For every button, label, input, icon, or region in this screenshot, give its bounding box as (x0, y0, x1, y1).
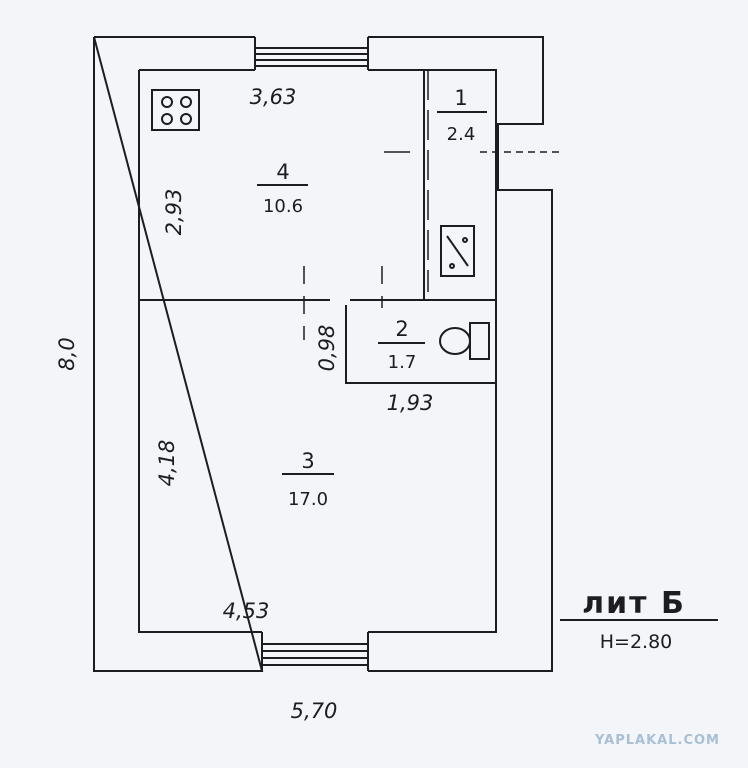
watermark: YAPLAKAL.COM (594, 733, 720, 748)
outer-wall (93, 36, 553, 672)
room-4-number: 4 (276, 160, 289, 184)
dim-passage: 0,98 (315, 325, 339, 372)
dim-total-length: 8,0 (55, 337, 79, 370)
lit-label: лит Б (582, 586, 686, 621)
room-2-number: 2 (395, 317, 408, 341)
sink-fixture (440, 225, 475, 277)
stove-fixture (151, 89, 200, 131)
dim-kitchen-width: 3,63 (250, 85, 297, 109)
dim-room-length: 4,18 (155, 440, 179, 487)
room-3-number: 3 (301, 449, 314, 473)
room-1-number: 1 (454, 86, 467, 110)
door-marks (303, 70, 560, 340)
room-3-area: 17.0 (288, 489, 328, 510)
height-label: H=2.80 (600, 631, 673, 653)
toilet-fixture (439, 322, 490, 360)
room-2-area: 1.7 (388, 352, 417, 373)
room-4-area: 10.6 (263, 196, 303, 217)
dim-wc-width: 1,93 (387, 391, 434, 415)
dim-room-width: 4,53 (223, 599, 270, 623)
bottom-window (261, 632, 369, 671)
room-1-area: 2.4 (447, 124, 476, 145)
top-window (254, 37, 369, 70)
inner-wall (138, 69, 497, 633)
dim-total-width: 5,70 (291, 699, 338, 723)
dim-kitchen-length: 2,93 (162, 189, 186, 236)
